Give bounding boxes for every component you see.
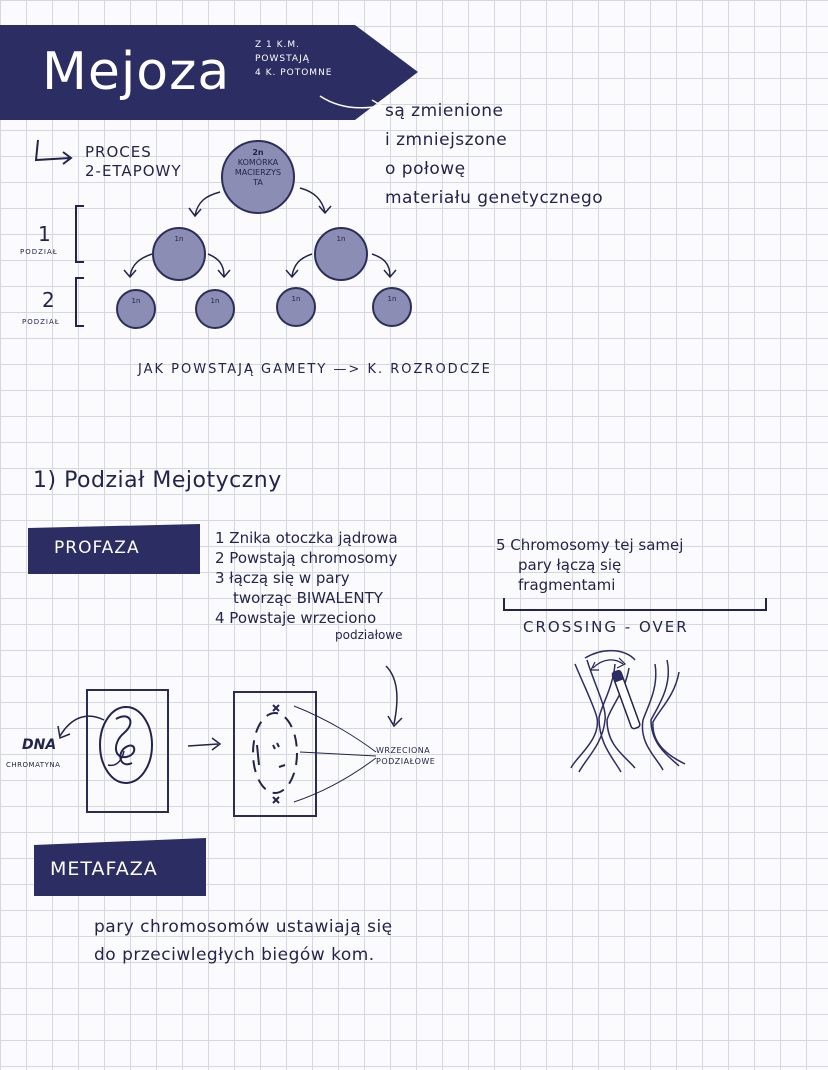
title-banner — [0, 25, 418, 120]
spindle-drawing — [252, 704, 298, 804]
page-title: Mejoza — [42, 42, 231, 102]
arrow-icon — [319, 95, 384, 113]
dna-arrow-icon — [57, 715, 105, 740]
division1-number: 1 — [38, 222, 51, 246]
prophase-step5: 5 Chromosomy tej samej pary łączą się fr… — [496, 536, 684, 594]
division-arrows — [123, 187, 397, 279]
division2-bracket — [75, 277, 84, 327]
chromatin-label: CHROMATYNA — [6, 761, 61, 769]
crossing-bracket — [503, 598, 767, 611]
cell-diagram-spindle — [233, 691, 317, 817]
arrow-note: są zmienione i zmniejszone o połowę mate… — [385, 101, 604, 208]
gametes-line: JAK POWSTAJĄ GAMETY —> K. ROZRODCZE — [138, 362, 492, 377]
spindle-label: WRZECIONA PODZIAŁOWE — [376, 746, 436, 766]
mother-cell: 2n KOMÓRKA MACIERZYS TA — [221, 140, 295, 214]
cell-division1-a: 1n — [152, 227, 206, 281]
division1-label: PODZIAŁ — [20, 248, 58, 256]
crossing-over-label: CROSSING - OVER — [523, 618, 689, 636]
process-label: PROCES 2-ETAPOWY — [85, 143, 182, 180]
metaphase-label-box: METAFAZA — [34, 838, 206, 896]
prophase-label: PROFAZA — [54, 538, 140, 558]
side-note: Z 1 K.M. POWSTAJĄ 4 K. POTOMNE — [255, 40, 333, 78]
cell-division1-b: 1n — [314, 227, 368, 281]
prophase-label-box: PROFAZA — [28, 524, 200, 574]
hook-arrow-icon — [34, 139, 73, 165]
spindle-pointer-lines — [293, 705, 377, 803]
cell-division2-b: 1n — [195, 289, 235, 329]
metaphase-text: pary chromosomów ustawiają się do przeci… — [94, 917, 393, 965]
division2-number: 2 — [42, 288, 55, 312]
spindle-arrow-icon — [385, 665, 403, 728]
cell-diagram-dna — [86, 689, 169, 813]
nucleus-drawing — [99, 706, 153, 784]
division1-bracket — [75, 205, 84, 263]
cell-division2-c: 1n — [276, 287, 316, 327]
cell-division2-a: 1n — [116, 289, 156, 329]
next-arrow-icon — [187, 737, 222, 751]
metaphase-label: METAFAZA — [50, 858, 158, 880]
crossing-over-drawing — [570, 649, 686, 773]
division2-label: PODZIAŁ — [22, 318, 60, 326]
prophase-steps: 1 Znika otoczka jądrowa 2 Powstają chrom… — [215, 529, 403, 642]
section-heading: 1) Podział Mejotyczny — [33, 468, 282, 493]
dna-label: DNA — [22, 737, 57, 753]
cell-division2-d: 1n — [372, 287, 412, 327]
